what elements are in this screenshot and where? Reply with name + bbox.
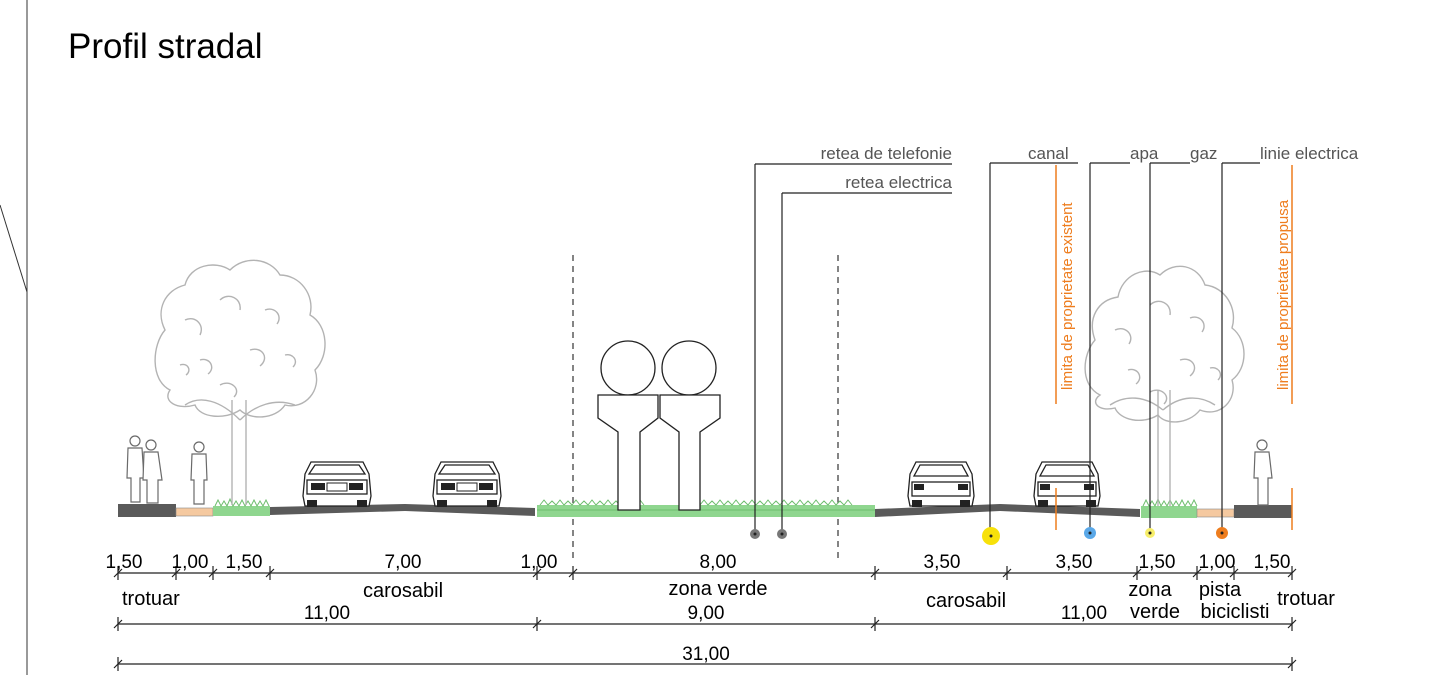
tree-right-icon bbox=[1084, 265, 1245, 506]
dim-3: 1,50 bbox=[226, 552, 263, 573]
zone-carosabil-left: carosabil bbox=[363, 580, 443, 602]
dim-center-total: 9,00 bbox=[688, 603, 725, 624]
page-title: Profil stradal bbox=[68, 27, 263, 66]
label-gaz: gaz bbox=[1190, 144, 1217, 163]
dim-11: 1,50 bbox=[1254, 552, 1291, 573]
label-linie-electrica: linie electrica bbox=[1260, 144, 1359, 163]
median-green bbox=[537, 505, 875, 517]
zone-carosabil-right: carosabil bbox=[926, 590, 1006, 612]
sidewalk-right bbox=[1234, 505, 1292, 518]
zone-verde-center: zona verde bbox=[669, 578, 768, 600]
dim-2: 1,00 bbox=[172, 552, 209, 573]
label-retea-telefonie: retea de telefonie bbox=[821, 144, 952, 163]
zone-pista-line1: pista bbox=[1199, 579, 1242, 601]
sidewalk-left bbox=[118, 504, 176, 517]
carriageway-left bbox=[270, 504, 535, 516]
grass-strip-left bbox=[213, 506, 270, 516]
dimension-line-row2 bbox=[113, 617, 1297, 631]
tree-left-icon bbox=[154, 259, 326, 505]
label-retea-electrica: retea electrica bbox=[845, 173, 952, 192]
median-sculpture-icon bbox=[597, 340, 721, 511]
car-icon-4 bbox=[1033, 461, 1101, 507]
zone-verde-right-line2: verde bbox=[1130, 601, 1180, 623]
dim-1: 1,50 bbox=[106, 552, 143, 573]
label-limita-existent: limita de proprietate existent bbox=[1059, 202, 1076, 390]
label-limita-propusa: limita de proprietate propusa bbox=[1275, 199, 1292, 390]
utility-leaders bbox=[754, 162, 1260, 535]
zone-trotuar-left: trotuar bbox=[122, 588, 180, 610]
car-icon-3 bbox=[907, 461, 975, 507]
carriageway-right bbox=[875, 504, 1140, 517]
zone-pista-line2: biciclisti bbox=[1201, 601, 1270, 623]
dimension-line-row1 bbox=[113, 566, 1297, 580]
planting-strip-left bbox=[175, 507, 214, 517]
pedestrian-right-icon bbox=[1253, 439, 1273, 506]
dim-right-total: 11,00 bbox=[1061, 603, 1107, 624]
dim-7: 3,50 bbox=[924, 552, 961, 573]
label-apa: apa bbox=[1130, 144, 1159, 163]
car-icon-2 bbox=[432, 461, 502, 507]
grass-strip-right bbox=[1141, 506, 1197, 518]
car-icon-1 bbox=[302, 461, 372, 507]
dim-5: 1,00 bbox=[521, 552, 558, 573]
ground-surfaces bbox=[118, 504, 1292, 518]
dim-6: 8,00 bbox=[700, 552, 737, 573]
dim-9: 1,50 bbox=[1139, 552, 1176, 573]
property-limit-lines bbox=[1055, 165, 1293, 530]
dim-4: 7,00 bbox=[385, 552, 422, 573]
pedestrians-left-icon bbox=[126, 435, 208, 505]
dimension-line-total bbox=[113, 657, 1297, 671]
frame-diagonal bbox=[0, 204, 28, 293]
zone-verde-right-line1: zona bbox=[1128, 579, 1172, 601]
dim-total: 31,00 bbox=[682, 644, 730, 665]
dim-10: 1,00 bbox=[1199, 552, 1236, 573]
utility-markers bbox=[750, 527, 1228, 545]
zone-trotuar-right: trotuar bbox=[1277, 588, 1335, 610]
label-canal: canal bbox=[1028, 144, 1069, 163]
dim-left-total: 11,00 bbox=[304, 603, 350, 624]
bike-lane bbox=[1196, 508, 1235, 518]
dim-8: 3,50 bbox=[1056, 552, 1093, 573]
